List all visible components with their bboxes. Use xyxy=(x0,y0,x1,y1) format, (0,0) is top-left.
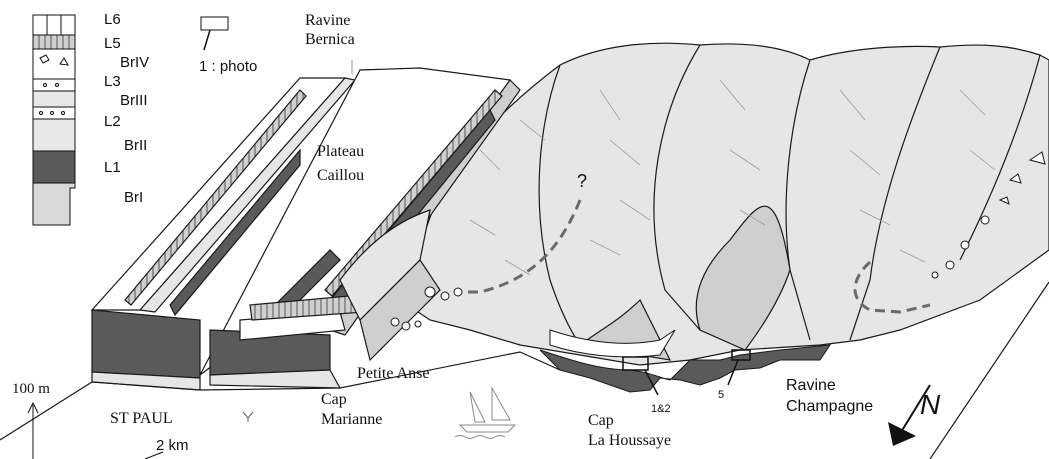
stratigraphic-column xyxy=(33,15,75,225)
ravine-champagne-label-1: Ravine xyxy=(786,377,836,394)
cap-marianne-label-1: Cap xyxy=(321,391,347,408)
question-mark-label: ? xyxy=(577,171,587,191)
legend-BrII: BrII xyxy=(124,137,147,154)
sailboat-icon xyxy=(455,388,515,439)
photo-5-label: 5 xyxy=(718,389,724,401)
legend-BrIV: BrIV xyxy=(120,54,149,71)
legend-BrIII: BrIII xyxy=(120,92,148,109)
cap-marianne-label-2: Marianne xyxy=(321,411,382,428)
legend-L1: L1 xyxy=(104,159,121,176)
legend-labels: L6 L5 BrIV L3 BrIII L2 BrII L1 BrI xyxy=(104,11,149,206)
legend-L5: L5 xyxy=(104,35,121,52)
photo-marker-legend: 1 : photo xyxy=(199,17,257,75)
legend-BrI: BrI xyxy=(124,189,143,206)
photo-legend-text: 1 : photo xyxy=(199,58,257,75)
scale-100m: 100 m xyxy=(12,381,50,397)
legend-L3: L3 xyxy=(104,73,121,90)
petite-anse-label: Petite Anse xyxy=(357,365,429,382)
legend-L6: L6 xyxy=(104,11,121,28)
ravine-bernica-label-2: Bernica xyxy=(305,31,355,48)
horizontal-scale: 2 km xyxy=(145,437,189,459)
north-arrow: N xyxy=(888,385,941,446)
bird-icon xyxy=(243,412,253,422)
cap-la-houssaye-label-2: La Houssaye xyxy=(588,432,671,449)
plateau-caillou-label-2: Caillou xyxy=(317,167,364,184)
ravine-champagne-label: Ravine Champagne xyxy=(786,377,873,415)
st-paul-label: ST PAUL xyxy=(110,410,173,427)
plateau-caillou-label-1: Plateau xyxy=(317,143,364,160)
photo-1-2-label: 1&2 xyxy=(651,403,671,415)
scale-2km: 2 km xyxy=(156,437,189,454)
north-label: N xyxy=(920,389,941,420)
legend-L2: L2 xyxy=(104,113,121,130)
cap-la-houssaye-label-1: Cap xyxy=(588,412,614,429)
ravine-champagne-label-2: Champagne xyxy=(786,398,873,415)
ravine-bernica-label-1: Ravine xyxy=(305,12,350,29)
